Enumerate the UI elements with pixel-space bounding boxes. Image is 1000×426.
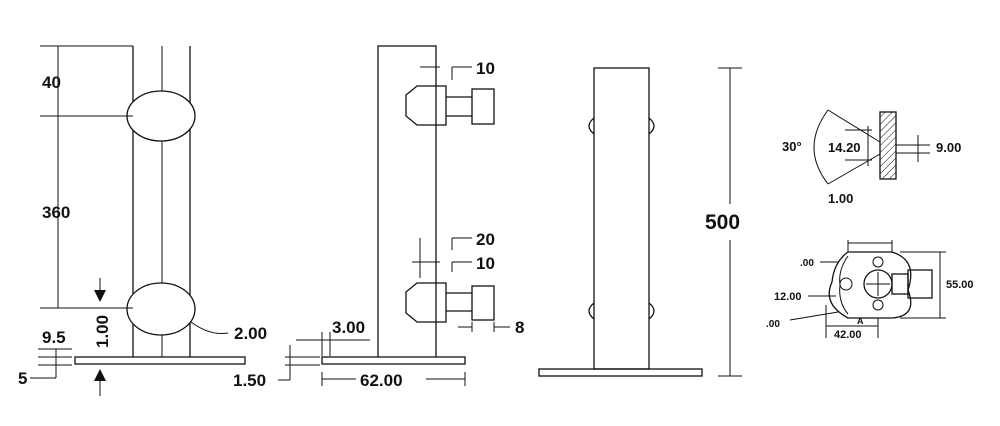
clamp-plan-hole-left: [839, 277, 853, 291]
lower-clamp-knob: [471, 285, 495, 321]
lower-ball: [126, 282, 196, 336]
clamp-plan-hole-top: [872, 256, 884, 268]
dim-label-3: 3.00: [332, 318, 365, 337]
dim-label-10-mid: 10: [476, 254, 495, 273]
dim-label-a: A: [857, 316, 864, 326]
side-post-outline: [377, 45, 437, 357]
view-front-post: 40 360 1.00 2.00 9.5 5: [18, 45, 267, 396]
detail-section: 30° 14.20 9.00 1.00: [782, 109, 961, 206]
arrow-down-icon: [94, 290, 106, 302]
dim-label-9-5: 9.5: [42, 328, 66, 347]
leader-ball: [190, 321, 229, 334]
dim-label-1: 1.00: [828, 191, 853, 206]
section-angle-line-top: [827, 109, 881, 143]
dim-label-5: 5: [18, 369, 27, 388]
dim-label-40: 40: [42, 73, 61, 92]
dim-label-top-00: .00: [800, 258, 814, 269]
dim-label-vertical-1: 1.00: [93, 315, 112, 348]
dim-label-20: 20: [476, 230, 495, 249]
dim-label-14-20: 14.20: [828, 140, 861, 155]
dim-label-lower-00: .00: [766, 319, 780, 330]
dim-label-ball: 2.00: [234, 324, 267, 343]
clamp-plan-knob: [907, 269, 933, 299]
dim-label-55: 55.00: [946, 279, 974, 291]
section-angle-line-bottom: [827, 153, 881, 185]
view-side-post: 10 20 10 8 3.00 1.50 62.00: [233, 45, 524, 390]
section-hatched-bar: [879, 111, 897, 180]
leader-lower-00: [789, 311, 839, 321]
section-arc: [813, 109, 829, 185]
arrow-up-icon: [94, 369, 106, 381]
dim-label-42: 42.00: [834, 329, 862, 341]
side-base-plate: [321, 356, 466, 365]
dim-label-1-5: 1.50: [233, 371, 266, 390]
rear-ball-hint-2-left: [588, 302, 595, 320]
dim-label-360: 360: [42, 203, 70, 222]
rear-base-plate: [538, 368, 703, 377]
view-rear-post: 500: [538, 67, 742, 377]
detail-angle-label: 30°: [782, 139, 802, 154]
upper-clamp-knob: [471, 88, 495, 125]
dim-label-500: 500: [705, 211, 740, 234]
rear-ball-hint-2-right: [648, 302, 655, 320]
clamp-plan-bolt: [891, 273, 909, 295]
base-plate: [74, 356, 246, 365]
clamp-plan-hole-bottom: [872, 299, 884, 311]
dim-label-62: 62.00: [360, 371, 403, 390]
dim-label-10-top: 10: [476, 59, 495, 78]
upper-ball: [126, 90, 196, 142]
lower-clamp-body: [405, 282, 447, 323]
detail-clamp-plan: .00 12.00 .00 A 42.00 55.00: [766, 240, 974, 341]
rear-ball-hint-1-left: [588, 117, 595, 135]
dim-label-9: 9.00: [936, 140, 961, 155]
rear-post: [593, 67, 650, 370]
upper-clamp-body: [405, 85, 447, 126]
dim-label-8: 8: [515, 318, 524, 337]
rear-ball-hint-1-right: [648, 117, 655, 135]
dim-label-12: 12.00: [774, 291, 802, 303]
